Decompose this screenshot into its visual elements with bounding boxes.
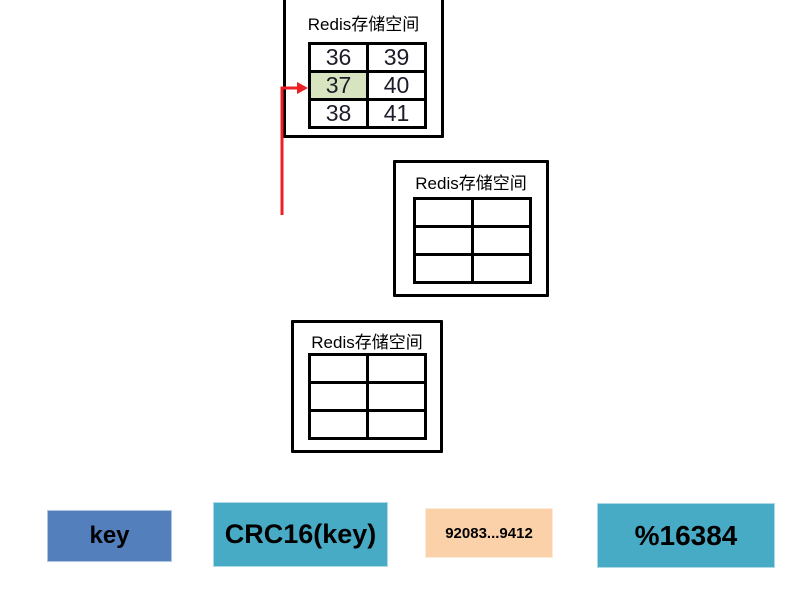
- slot-cell-empty: [471, 197, 532, 228]
- slot-cell-37-highlighted: 37: [308, 70, 369, 101]
- slot-cell-empty: [413, 225, 474, 256]
- red-arrow-icon: [280, 82, 308, 215]
- slot-table-empty: [413, 197, 532, 284]
- slot-table-empty: [308, 353, 427, 440]
- slot-cell-empty: [413, 253, 474, 284]
- redis-box-title: Redis存储空间: [311, 333, 423, 352]
- flow-box-key: key: [47, 510, 172, 562]
- flow-box-hash-value: 92083...9412: [425, 508, 553, 558]
- slot-cell-empty: [471, 253, 532, 284]
- redis-storage-box-3: Redis存储空间: [291, 320, 443, 453]
- redis-box-title: Redis存储空间: [307, 15, 420, 34]
- table-row: [413, 225, 532, 256]
- table-row: [308, 381, 427, 412]
- slot-cell-40: 40: [366, 70, 427, 101]
- flow-box-crc16: CRC16(key): [213, 502, 388, 567]
- slot-cell-41: 41: [366, 98, 427, 129]
- slot-cell-38: 38: [308, 98, 369, 129]
- table-row: 38 41: [308, 98, 427, 129]
- flow-box-mod-16384: %16384: [597, 503, 775, 568]
- slot-cell-empty: [366, 381, 427, 412]
- slot-cell-36: 36: [308, 42, 369, 73]
- table-row: [308, 409, 427, 440]
- slot-cell-39: 39: [366, 42, 427, 73]
- slot-cell-empty: [308, 381, 369, 412]
- redis-storage-box-2: Redis存储空间: [393, 160, 549, 297]
- table-row: 36 39: [308, 42, 427, 73]
- slot-table: 36 39 37 40 38 41: [308, 42, 427, 129]
- slot-cell-empty: [471, 225, 532, 256]
- redis-storage-box-1: Redis存储空间 36 39 37 40 38 41: [283, 0, 444, 138]
- slot-cell-empty: [366, 409, 427, 440]
- table-row: 37 40: [308, 70, 427, 101]
- redis-box-title: Redis存储空间: [415, 174, 527, 193]
- table-row: [308, 353, 427, 384]
- slot-cell-empty: [308, 409, 369, 440]
- slot-cell-empty: [413, 197, 474, 228]
- slot-cell-empty: [366, 353, 427, 384]
- table-row: [413, 197, 532, 228]
- table-row: [413, 253, 532, 284]
- slot-cell-empty: [308, 353, 369, 384]
